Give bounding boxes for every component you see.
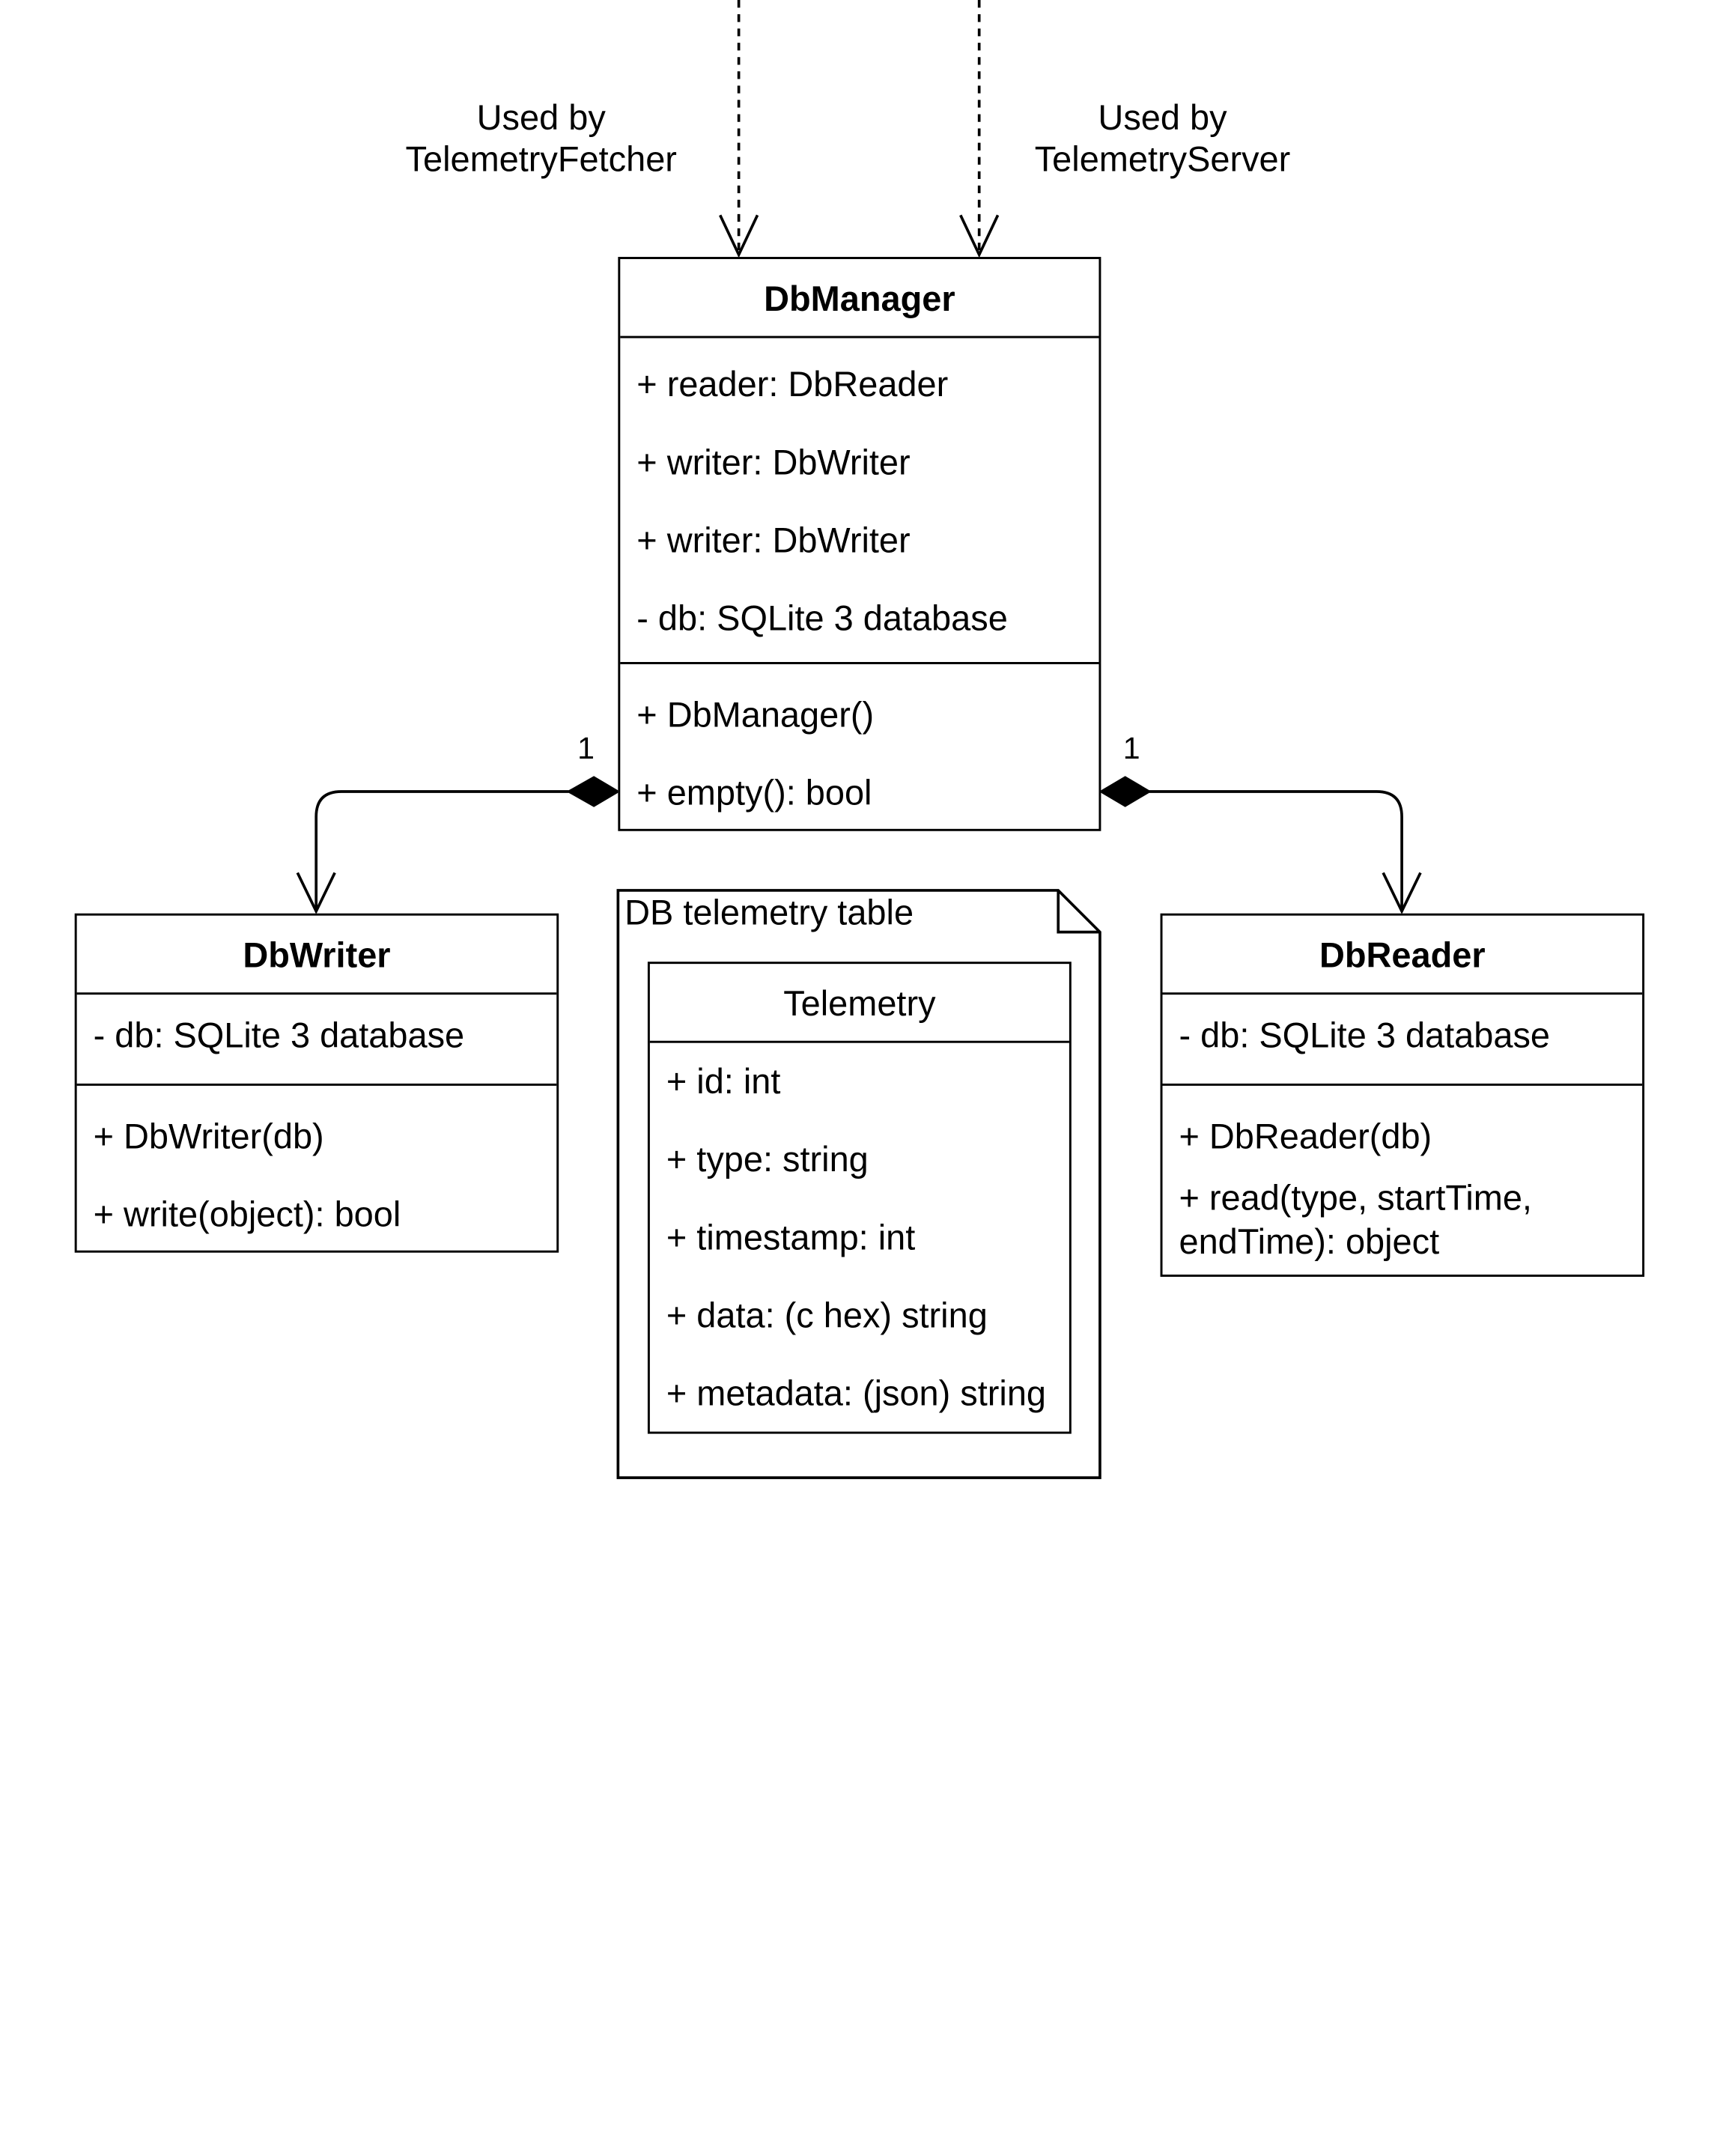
attribute-row: - db: SQLite 3 database (1179, 1015, 1550, 1055)
note-outline (616, 889, 1101, 1480)
table-fields: + id: int + type: string + timestamp: in… (650, 1043, 1069, 1433)
table-field-row: + type: string (666, 1139, 869, 1179)
composition-diamond-reader (1098, 776, 1152, 807)
attributes-section: - db: SQLite 3 database (76, 995, 557, 1086)
table-name: Telemetry (649, 964, 1069, 1043)
class-name: DbWriter (76, 916, 557, 995)
dependency-arrowhead-server (959, 214, 1000, 258)
attribute-row: - db: SQLite 3 database (93, 1015, 465, 1055)
methods-section: + DbReader(db) + read(type, startTime, e… (1162, 1086, 1642, 1263)
usage-label-line: Used by (476, 97, 606, 138)
dependency-arrowhead-fetcher (719, 214, 759, 258)
class-db-manager[interactable]: DbManager + reader: DbReader + writer: D… (618, 257, 1101, 831)
methods-section: + DbManager() + empty(): bool (620, 664, 1098, 832)
composition-arrowhead-writer (296, 872, 336, 914)
attributes-section: + reader: DbReader + writer: DbWriter + … (620, 338, 1099, 664)
composition-line-reader (1149, 790, 1403, 911)
table-telemetry[interactable]: Telemetry + id: int + type: string + tim… (647, 962, 1072, 1434)
method-row: + DbReader(db) (1179, 1116, 1432, 1156)
class-db-writer[interactable]: DbWriter - db: SQLite 3 database + DbWri… (74, 913, 559, 1254)
attribute-row: + reader: DbReader (636, 364, 949, 404)
note-fold (1057, 890, 1100, 934)
table-field-row: + id: int (666, 1061, 781, 1102)
methods-section: + DbWriter(db) + write(object): bool (77, 1086, 557, 1254)
method-row: endTime): object (1179, 1221, 1440, 1262)
method-row: + write(object): bool (93, 1194, 401, 1234)
attribute-row: - db: SQLite 3 database (636, 598, 1008, 638)
attribute-row: + writer: DbWriter (636, 520, 911, 560)
usage-label-line: TelemetryServer (1034, 139, 1291, 179)
class-db-reader[interactable]: DbReader - db: SQLite 3 database + DbRea… (1160, 913, 1645, 1277)
multiplicity-writer: 1 (577, 731, 595, 765)
usage-label-server: Used by TelemetryServer (1029, 97, 1297, 180)
composition-arrowhead-reader (1382, 872, 1422, 914)
usage-label-line: Used by (1098, 97, 1227, 138)
usage-label-fetcher: Used by TelemetryFetcher (404, 97, 678, 180)
class-name: DbManager (620, 259, 1099, 338)
method-row: + DbWriter(db) (93, 1116, 324, 1156)
table-field-row: + data: (c hex) string (666, 1295, 988, 1335)
method-row: + read(type, startTime, (1179, 1178, 1532, 1218)
composition-diamond-writer (566, 776, 621, 807)
composition-line-writer (314, 790, 569, 911)
method-row: + empty(): bool (636, 773, 872, 813)
usage-label-line: TelemetryFetcher (405, 139, 677, 179)
attributes-section: - db: SQLite 3 database (1162, 995, 1643, 1086)
table-field-row: + metadata: (json) string (666, 1373, 1047, 1413)
method-row: + DbManager() (636, 694, 875, 735)
note-db-telemetry-table[interactable]: DB telemetry table Telemetry + id: int +… (618, 890, 1101, 1479)
note-title: DB telemetry table (624, 892, 914, 932)
attribute-row: + writer: DbWriter (636, 442, 911, 482)
connector-layer (296, 0, 1422, 1480)
class-name: DbReader (1162, 916, 1643, 995)
table-field-row: + timestamp: int (666, 1217, 916, 1257)
multiplicity-reader: 1 (1122, 731, 1140, 765)
